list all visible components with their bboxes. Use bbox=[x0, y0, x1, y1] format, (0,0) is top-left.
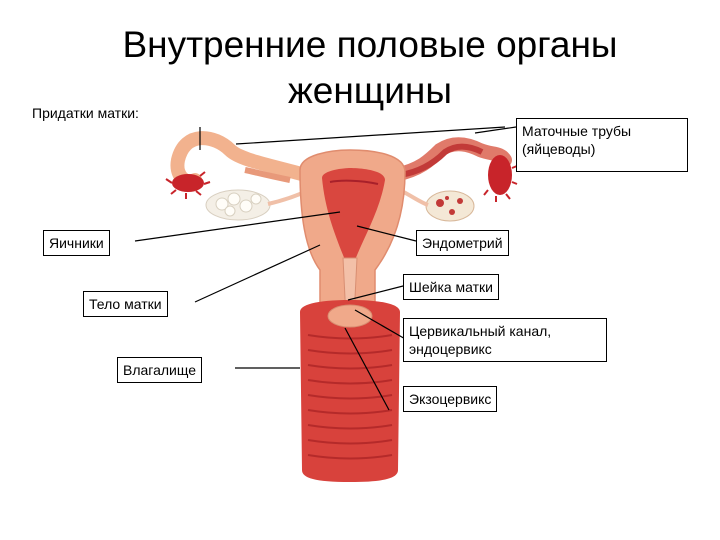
vaginal-rugae bbox=[307, 334, 393, 460]
pointer-lines bbox=[134, 126, 517, 411]
vagina bbox=[300, 300, 400, 482]
exocervix-label: Экзоцервикс bbox=[403, 386, 498, 412]
ovaries-label: Яичники bbox=[43, 230, 110, 256]
uterus-body-label: Тело матки bbox=[83, 291, 168, 317]
adnexa-label: Придатки матки: bbox=[32, 105, 139, 121]
exocervix-shape bbox=[327, 304, 373, 328]
cervical-canal-label: Цервикальный канал, эндоцервикс bbox=[403, 318, 607, 362]
vagina-label: Влагалище bbox=[117, 357, 203, 383]
uterine-cavity bbox=[322, 168, 385, 260]
left-fallopian-tube bbox=[170, 131, 312, 189]
page-title: Внутренние половые органы женщины bbox=[122, 24, 618, 111]
right-fimbria bbox=[483, 155, 518, 202]
left-ovary bbox=[205, 189, 271, 221]
right-ovary bbox=[425, 190, 475, 222]
left-fimbria bbox=[165, 171, 211, 199]
cervix-label: Шейка матки bbox=[403, 274, 500, 300]
endometrium-label: Эндометрий bbox=[416, 230, 509, 256]
fallopian-tubes-label: Маточные трубы (яйцеводы) bbox=[516, 118, 688, 172]
